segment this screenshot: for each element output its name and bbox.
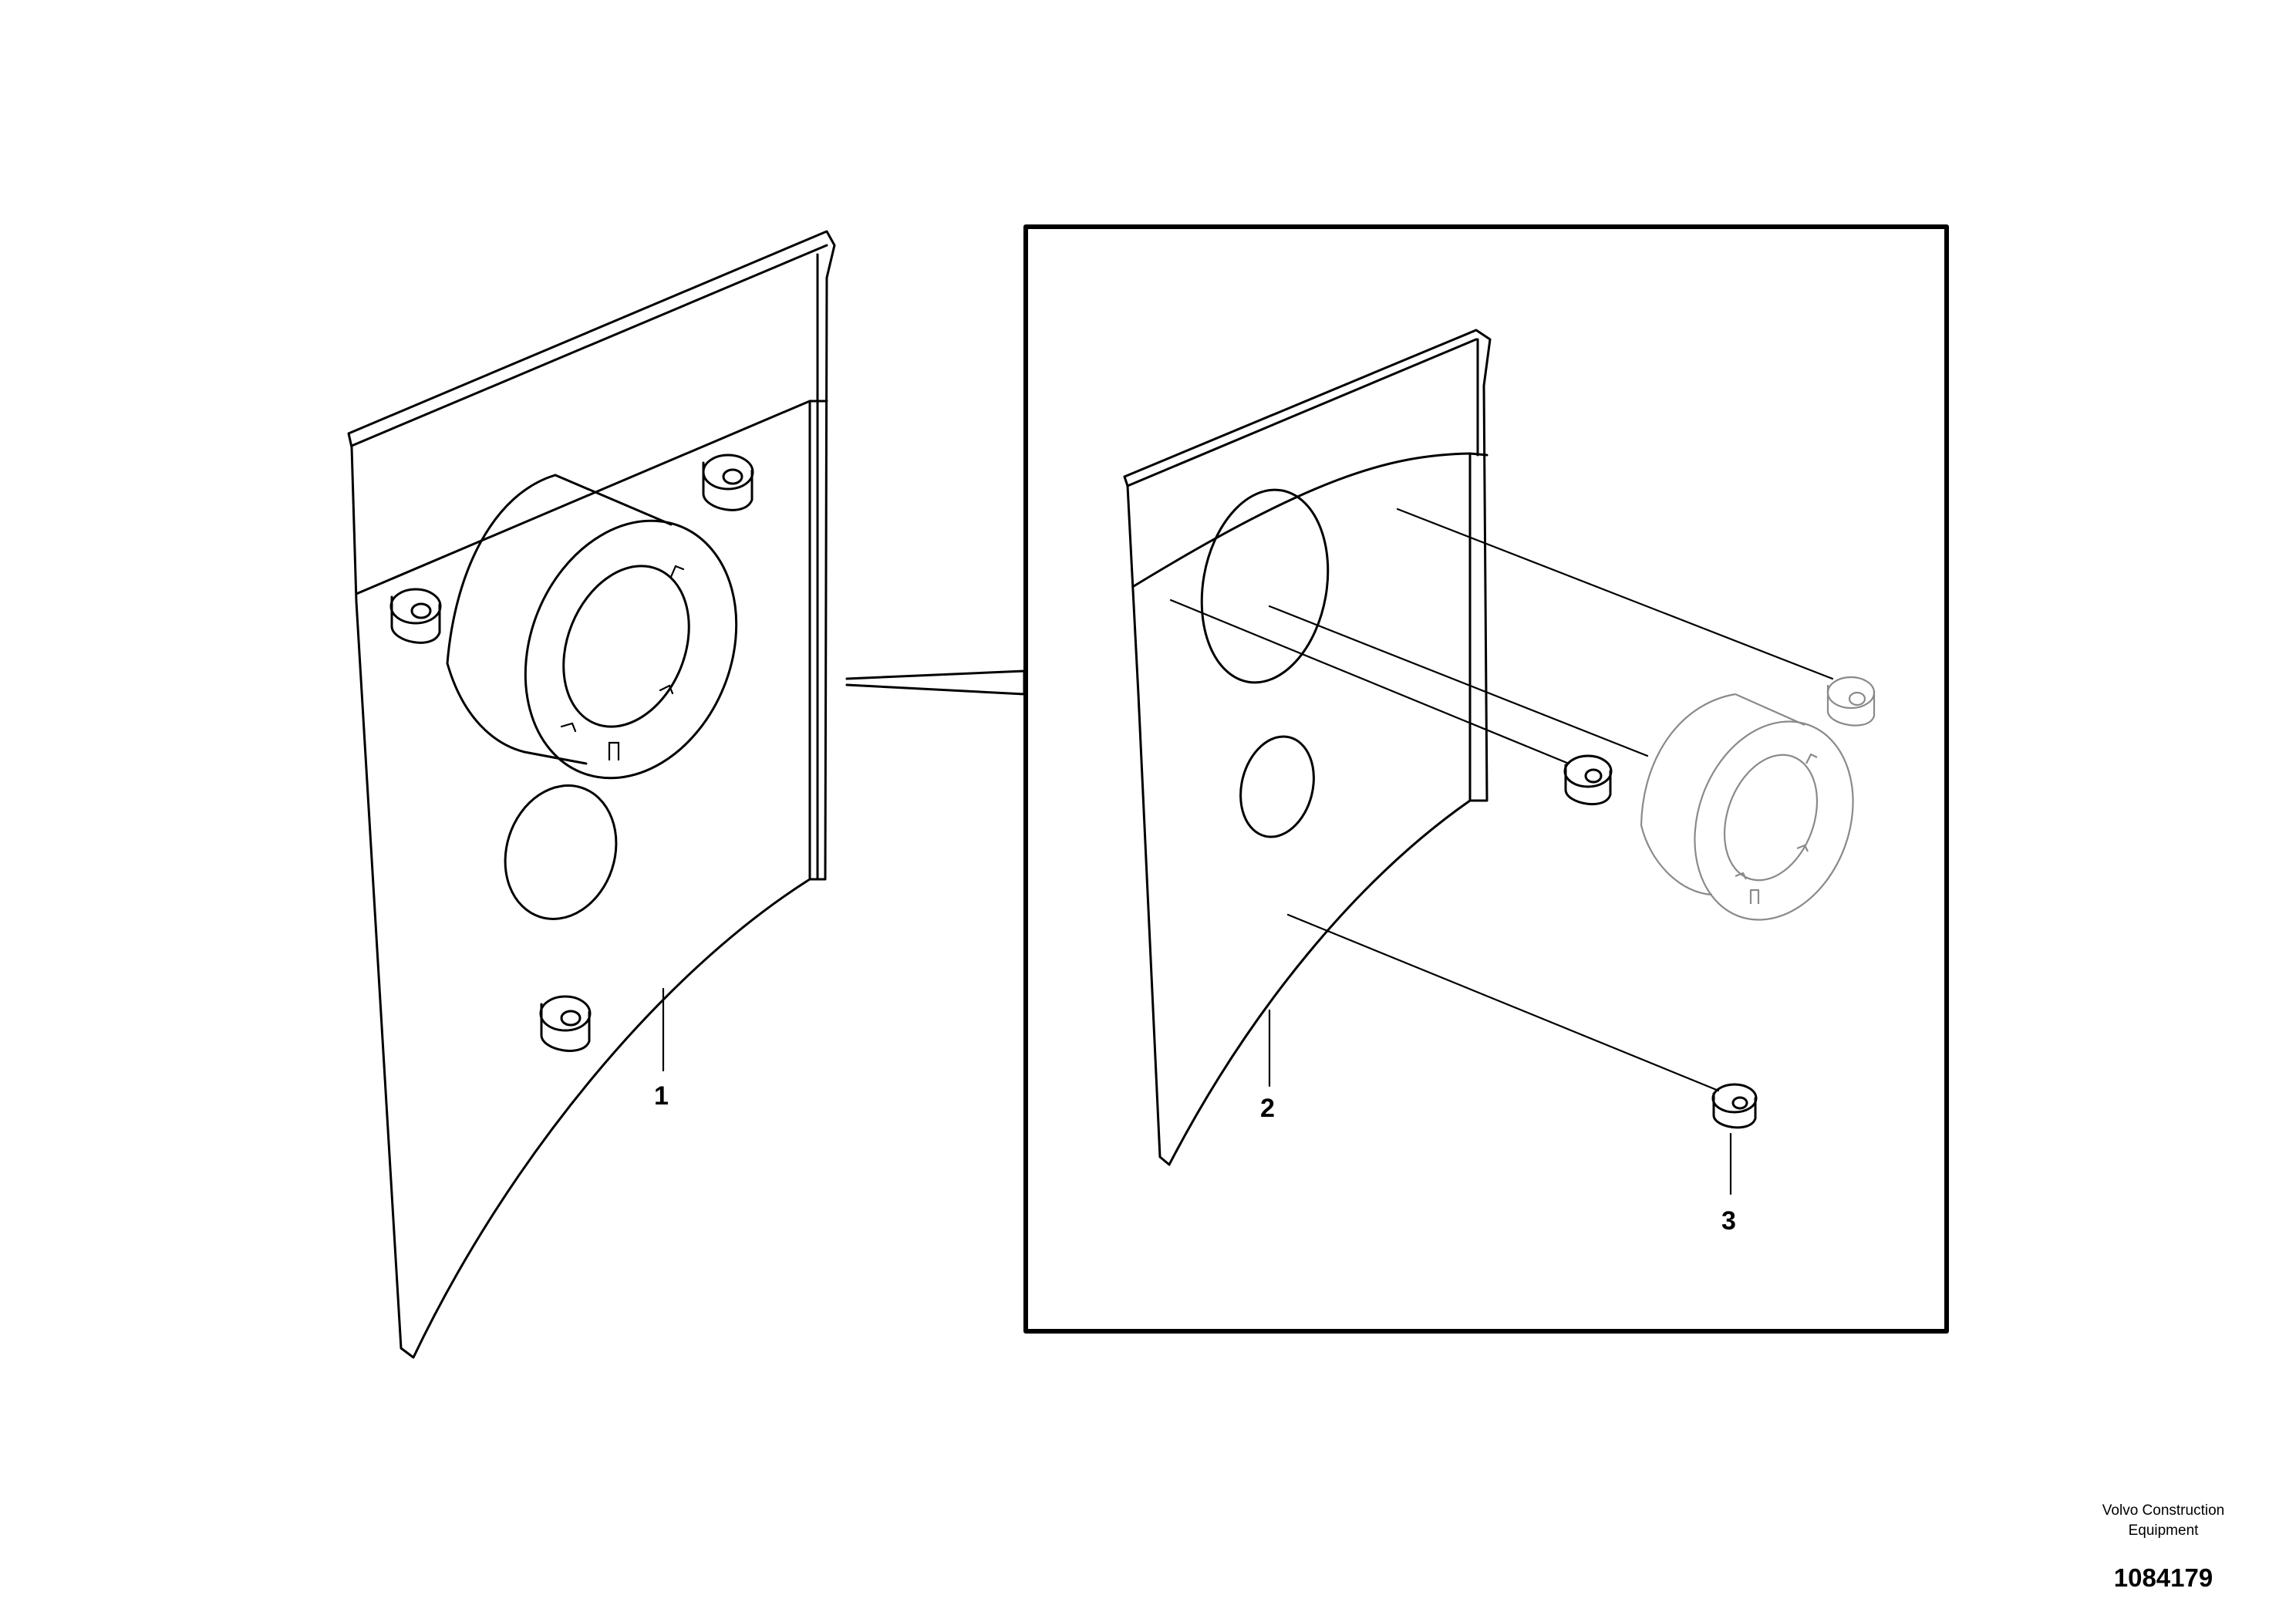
explode-line-spacer-mid: [1169, 599, 1570, 765]
credit-company-name: Volvo Construction Equipment: [2102, 1502, 2225, 1539]
nut-exploded: [1711, 1083, 1758, 1129]
panel-plate-outline: [347, 230, 836, 1359]
ring-bushing-body: [446, 474, 588, 765]
explode-line-spacer-top: [1396, 508, 1834, 680]
explode-line-nut: [1286, 913, 1720, 1092]
callout-2: 2: [1260, 1094, 1275, 1123]
detail-pointer: [845, 669, 1026, 696]
panel-right-flange: [808, 253, 819, 881]
plate-hole-left: [504, 784, 618, 920]
ring-bushing-bore: [562, 565, 690, 728]
panel-fold-line: [355, 400, 828, 595]
ring-bushing-face: [524, 519, 738, 780]
spacer-top-right-left: [702, 454, 754, 511]
callout-3: 3: [1721, 1206, 1736, 1236]
drawing-number: 1084179: [2113, 1563, 2213, 1592]
spacer-top-left-left: [389, 588, 442, 644]
panel-assembly-left: [347, 230, 836, 1359]
explode-line-ring: [1268, 605, 1649, 757]
plate-hole-small-right: [1239, 735, 1315, 838]
callout-1: 1: [654, 1081, 669, 1111]
panel-exploded-right: [1123, 329, 1876, 1195]
panel-top-edge: [350, 244, 828, 447]
ring-bushing-exploded: [1640, 693, 1854, 921]
plate-hole-large-right: [1200, 488, 1330, 684]
spacer-bottom-left: [539, 995, 592, 1052]
spacer-exploded-top: [1826, 676, 1876, 727]
spacer-exploded-mid: [1563, 754, 1613, 806]
ring-bushing-left: [446, 474, 738, 780]
detail-frame: [1023, 224, 1949, 1334]
